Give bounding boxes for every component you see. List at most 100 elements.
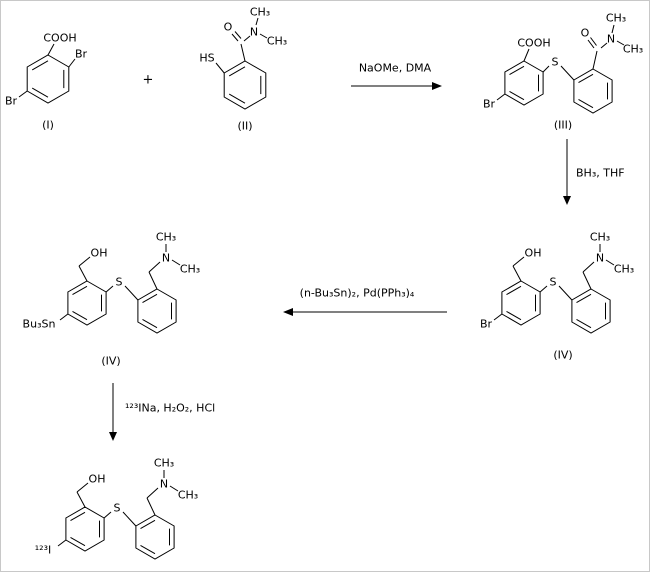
compound-label: (II) [237,120,252,133]
double-bond-inner [70,536,86,547]
bond [611,24,615,34]
ring-outline [223,60,267,110]
double-bond-inner [576,318,592,329]
atom-ch3: CH₃ [178,489,198,502]
bond [122,511,137,527]
bond [240,43,246,62]
double-bond-inner [509,65,525,76]
benzene-ring [67,280,107,326]
double-bond-inner [72,285,88,296]
compound-label: (IV) [553,349,572,362]
bond [103,511,112,519]
atom-ch3: CH₃ [154,457,174,470]
double-bond-inner [228,93,246,104]
compound-i: COOH Br Br (I) [5,32,88,132]
double-bond-inner [31,87,49,98]
ring-outline [571,288,611,334]
double-bond-inner [70,511,86,522]
bond [76,482,89,493]
benzene-ring [504,60,544,106]
bond [592,50,598,70]
atom-n: N [250,26,258,39]
bond [590,37,597,46]
benzene-ring [501,280,541,326]
compound-iii: COOH Br S O N CH₃ CH₃ (III) [483,12,643,132]
atom-ch3: CH₃ [250,6,270,19]
ring-outline [26,54,70,104]
atom-ch3: CH₃ [614,263,634,276]
bond [169,485,179,492]
bond [78,265,88,282]
bond [605,259,615,266]
atom-ch3: CH₃ [156,231,176,244]
bond [493,313,503,321]
bond [47,43,55,56]
reagent-step2: BH₃, THF [576,167,625,180]
ring-outline [501,280,541,326]
bond [558,285,573,301]
ring-outline [67,280,107,326]
ring-outline [65,506,105,552]
atom-o: O [224,21,233,34]
atom-br: Br [480,318,493,331]
atom-n: N [160,478,168,491]
double-bond-inner [140,519,156,530]
benzene-ring [135,514,175,560]
arrow-head-icon [283,308,293,316]
bond [124,285,139,301]
bond [539,285,548,293]
atom-ch3: CH₃ [267,35,287,48]
double-bond-inner [578,73,594,84]
double-bond-inner [142,318,158,329]
atom-i123: ¹²³I [35,544,51,557]
bond [76,491,86,508]
bond [542,65,550,73]
reagent-step1: NaOMe, DMA [359,62,432,75]
bond [215,62,225,74]
atom-oh: OH [91,247,108,260]
ring-outline [573,68,613,114]
double-bond-inner [506,310,522,321]
bond [231,33,239,42]
atom-br: Br [75,48,88,61]
bond [146,497,156,516]
ring-outline [137,288,177,334]
compound-label: (III) [554,119,572,132]
bond [496,93,506,101]
atom-s: S [552,56,559,69]
atom-ch3: CH₃ [623,43,643,56]
atom-n: N [607,33,615,46]
ring-outline [504,60,544,106]
bond [68,58,76,68]
compound-iv-right: OH S Br N CH₃ CH₃ (IV) [480,231,634,362]
bond [512,265,522,282]
bond [616,40,625,46]
bond [57,539,67,547]
benzene-ring [223,60,267,110]
bond [78,256,91,267]
atom-n: N [596,252,604,265]
bond [587,39,595,49]
bond [600,42,608,49]
bond [148,261,161,273]
double-bond-inner [576,293,592,304]
bond [59,313,69,321]
atom-s: S [116,276,123,289]
reagent-step4: ¹²³INa, H₂O₂, HCl [125,402,215,415]
bond [582,261,595,273]
atom-cooh: COOH [517,37,550,50]
double-bond-inner [72,310,88,321]
arrow-head-icon [109,432,117,441]
double-bond-inner [578,98,594,109]
bond [18,90,28,98]
atom-s: S [114,502,121,515]
double-bond-inner [228,66,246,77]
reaction-arrow-step4: ¹²³INa, H₂O₂, HCl [109,383,215,441]
double-bond-inner [142,293,158,304]
reaction-arrow-step2: BH₃, THF [563,139,625,205]
bond [255,17,259,26]
benzene-ring [65,506,105,552]
bond [512,256,525,267]
compound-label: (I) [42,119,54,132]
